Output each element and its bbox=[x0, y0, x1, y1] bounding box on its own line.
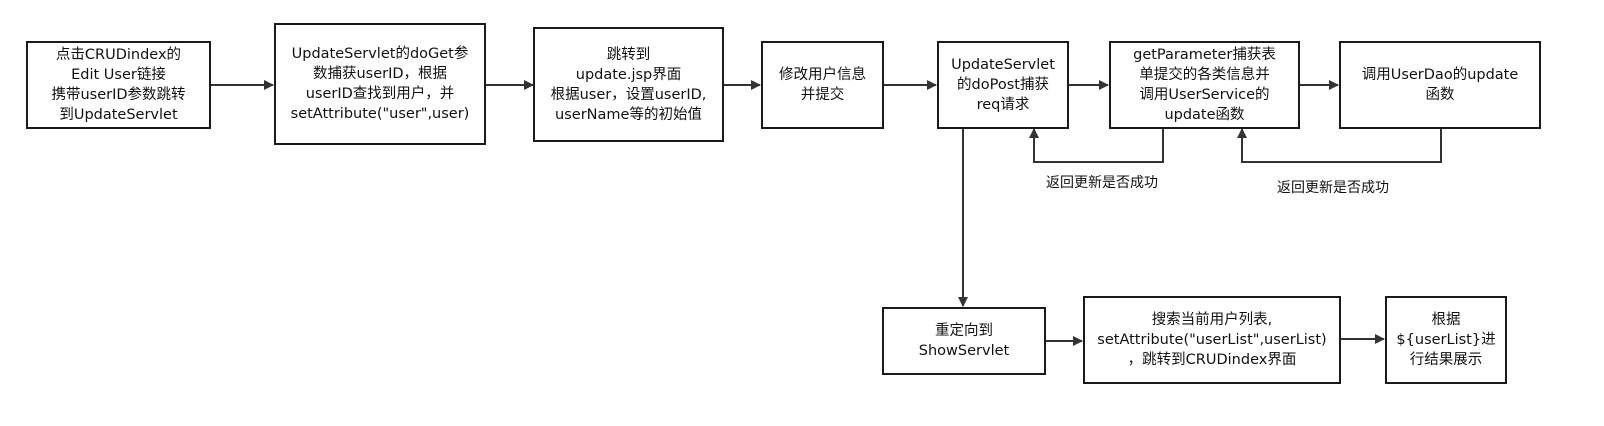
node-line: ShowServlet bbox=[918, 343, 1010, 359]
node-line: setAttribute("user",user) bbox=[290, 106, 470, 122]
node-dopost-capture: UpdateServlet 的doPost捕获 req请求 bbox=[937, 41, 1069, 129]
node-redirect-showservlet: 重定向到 ShowServlet bbox=[882, 307, 1046, 375]
node-line: 到UpdateServlet bbox=[59, 107, 178, 123]
node-line: 重定向到 bbox=[935, 323, 993, 339]
node-display-result: 根据 ${userList}进 行结果展示 bbox=[1385, 296, 1507, 384]
node-line: 并提交 bbox=[800, 87, 845, 103]
node-click-edit-user: 点击CRUDindex的 Edit User链接 携带userID参数跳转 到U… bbox=[26, 41, 211, 129]
node-line: setAttribute("userList",userList) bbox=[1097, 332, 1327, 348]
node-line: 根据user，设置userID, bbox=[550, 86, 707, 103]
node-line: 数捕获userID，根据 bbox=[312, 66, 448, 82]
node-line: req请求 bbox=[976, 97, 1030, 113]
node-line: 点击CRUDindex的 bbox=[55, 47, 182, 63]
node-line: 调用UserService的 bbox=[1139, 87, 1270, 103]
node-search-userlist: 搜索当前用户列表, setAttribute("userList",userLi… bbox=[1083, 296, 1341, 384]
node-line: userName等的初始值 bbox=[555, 106, 702, 123]
node-line: update.jsp界面 bbox=[575, 66, 682, 83]
edge-label-return-2: 返回更新是否成功 bbox=[1277, 180, 1389, 196]
node-line: 根据 bbox=[1431, 312, 1461, 328]
node-line: 跳转到 bbox=[606, 46, 651, 63]
node-line: 修改用户信息 bbox=[779, 67, 866, 83]
node-doget-capture: UpdateServlet的doGet参 数捕获userID，根据 userID… bbox=[274, 23, 486, 145]
node-userdao-update: 调用UserDao的update 函数 bbox=[1339, 41, 1541, 129]
return-arrow-6-5 bbox=[1029, 128, 1164, 163]
node-line: getParameter捕获表 bbox=[1133, 47, 1276, 63]
node-line: 调用UserDao的update bbox=[1361, 67, 1519, 83]
node-line: 函数 bbox=[1425, 87, 1455, 103]
node-line: 单提交的各类信息并 bbox=[1139, 67, 1270, 83]
node-line: update函数 bbox=[1164, 107, 1245, 123]
node-jump-update-jsp: 跳转到 update.jsp界面 根据user，设置userID, userNa… bbox=[533, 27, 724, 142]
node-modify-submit: 修改用户信息 并提交 bbox=[761, 41, 884, 129]
node-line: 搜索当前用户列表, bbox=[1151, 312, 1273, 328]
node-line: 的doPost捕获 bbox=[957, 77, 1049, 93]
node-line: ${userList}进 bbox=[1396, 332, 1496, 348]
node-line: UpdateServlet的doGet参 bbox=[291, 46, 469, 62]
edge-label-return-1: 返回更新是否成功 bbox=[1046, 175, 1158, 191]
node-line: 携带userID参数跳转 bbox=[51, 87, 186, 103]
return-arrow-7-6 bbox=[1237, 128, 1442, 163]
node-line: ，跳转到CRUDindex界面 bbox=[1127, 352, 1297, 368]
node-line: Edit User链接 bbox=[71, 67, 166, 83]
node-getparameter: getParameter捕获表 单提交的各类信息并 调用UserService的… bbox=[1109, 41, 1300, 129]
node-line: userID查找到用户，并 bbox=[305, 86, 455, 102]
node-line: UpdateServlet bbox=[951, 57, 1055, 73]
node-line: 行结果展示 bbox=[1409, 352, 1483, 368]
